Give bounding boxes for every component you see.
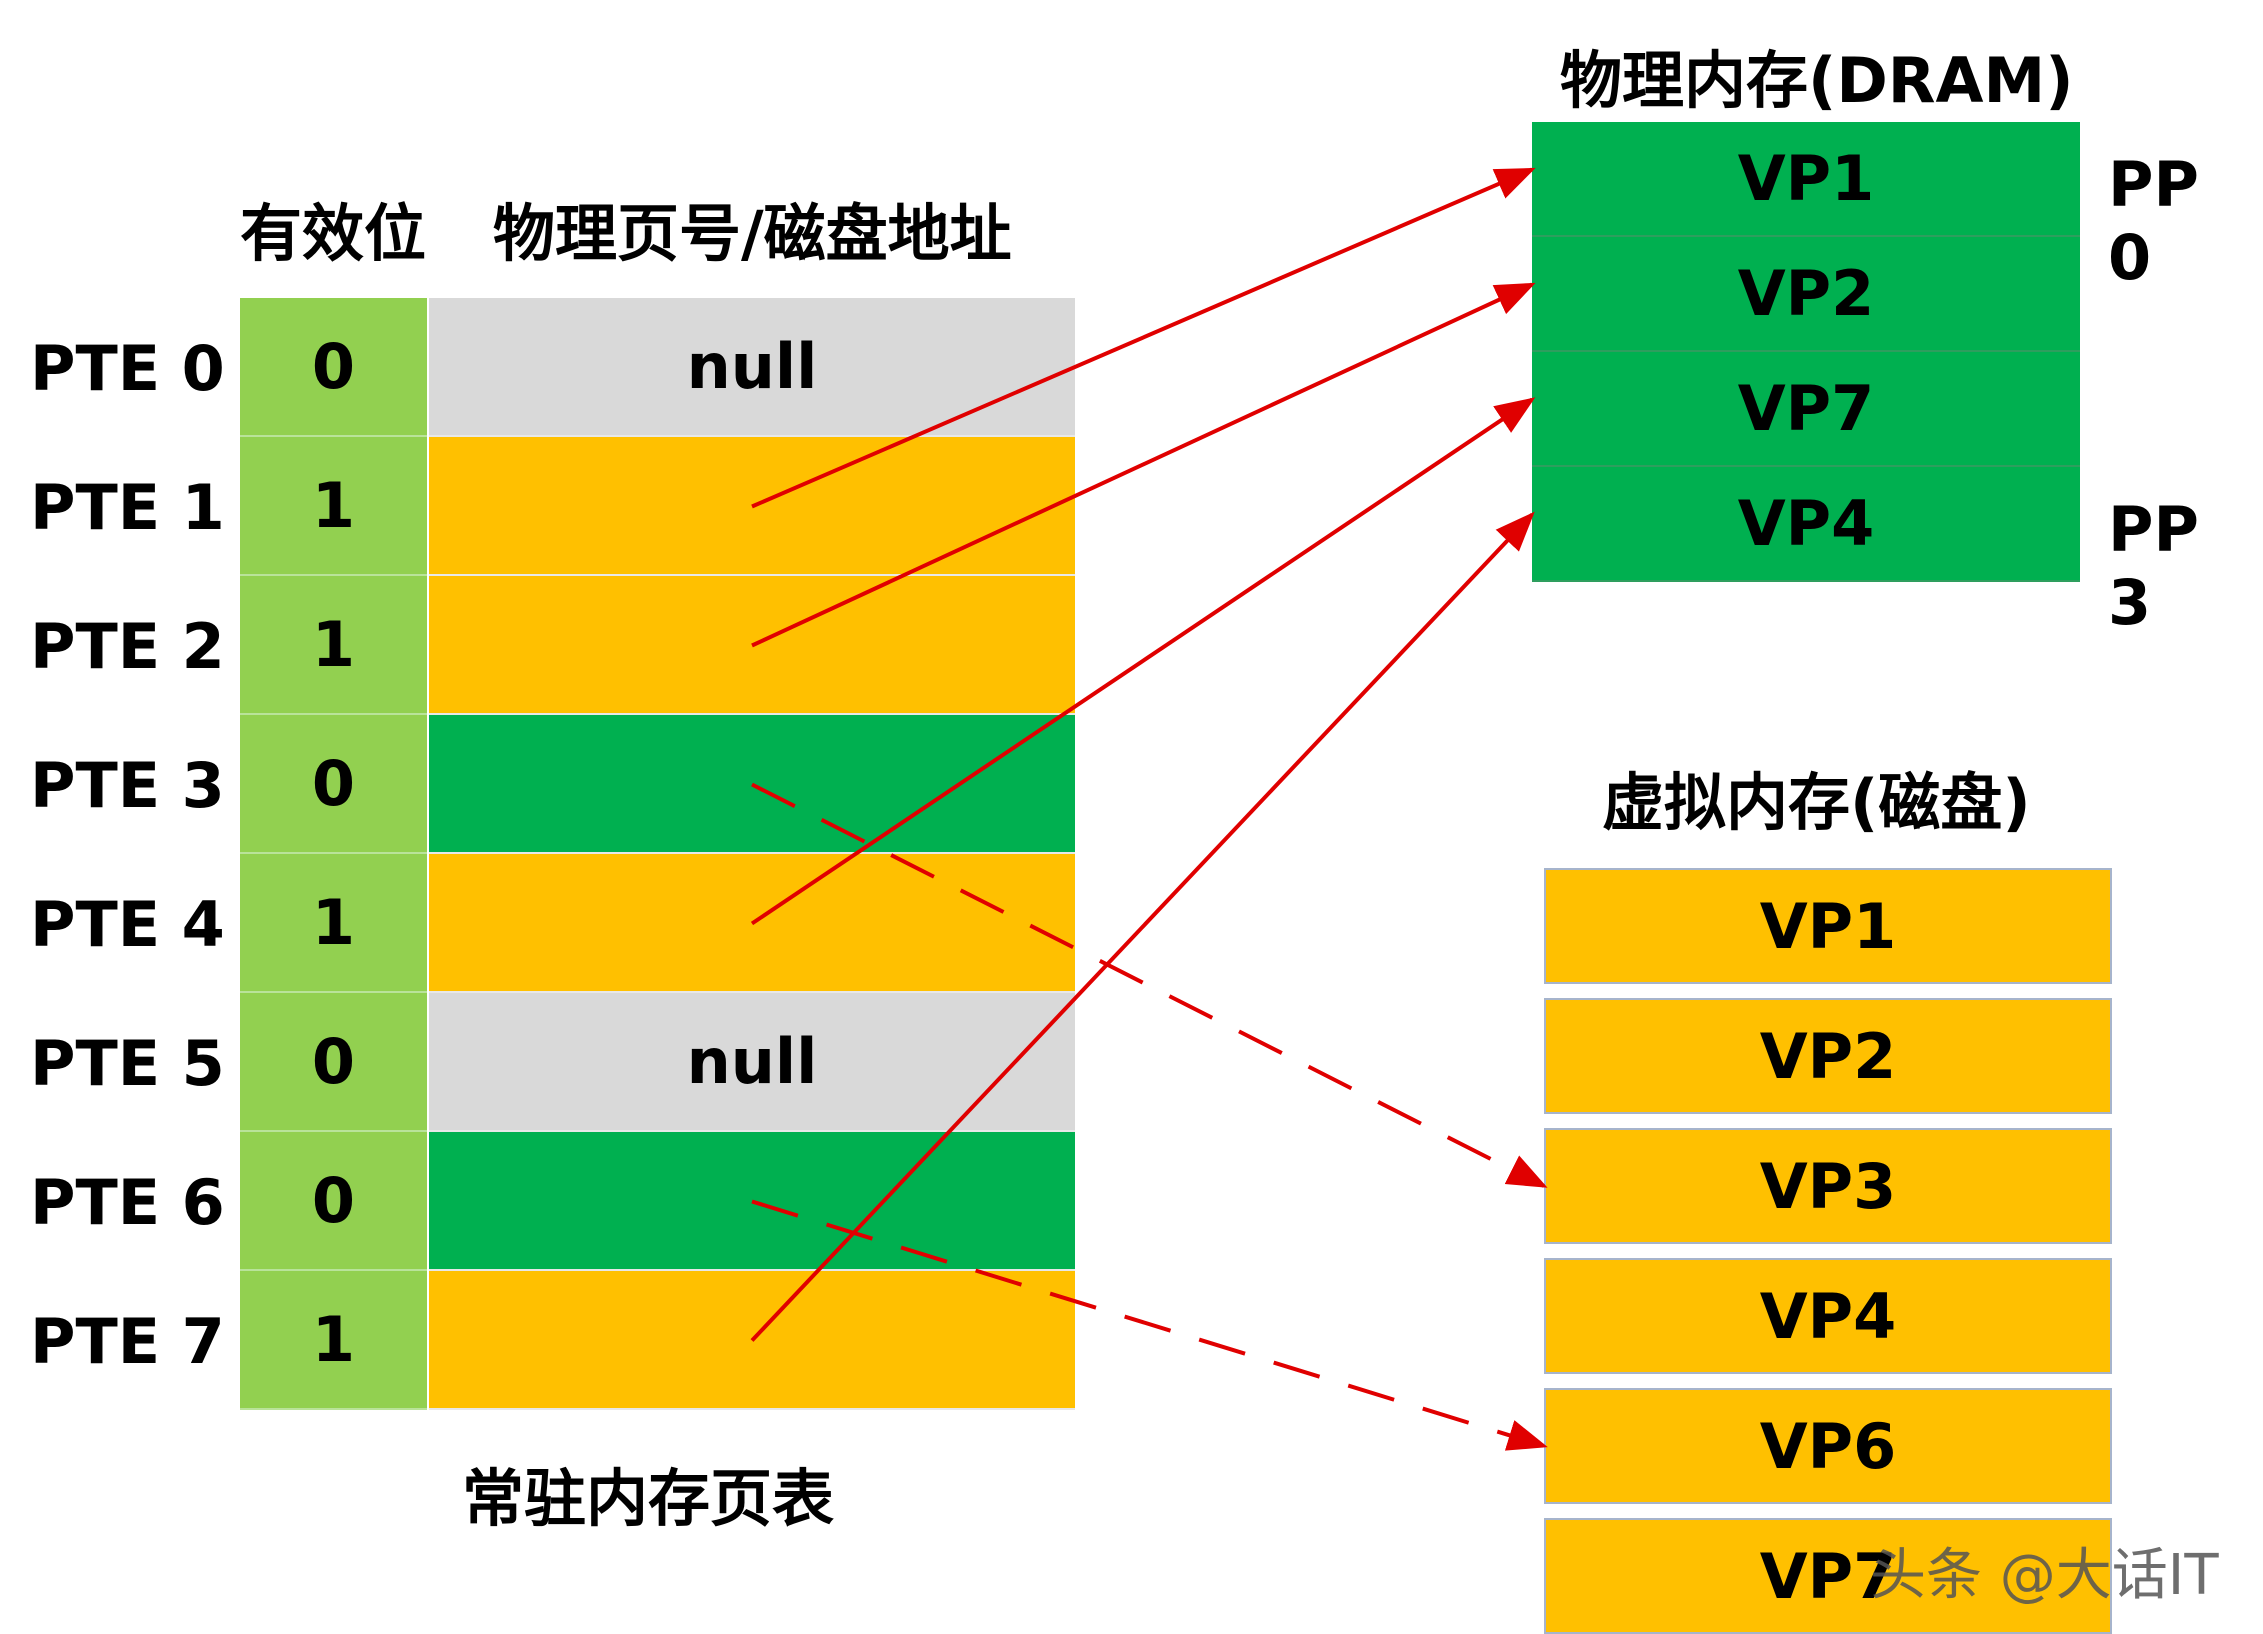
valid-bit-cell: 1	[240, 1271, 427, 1410]
valid-bit-cell: 0	[240, 715, 427, 854]
address-column: null null	[429, 298, 1075, 1410]
physical-page-slot: VP1	[1532, 122, 2080, 237]
disk-page: VP4	[1544, 1258, 2112, 1374]
disk-page: VP2	[1544, 998, 2112, 1114]
page-table-caption: 常驻内存页表	[462, 1462, 835, 1535]
address-cell	[429, 1271, 1075, 1410]
physical-page-slot: VP2	[1532, 237, 2080, 352]
physical-page-number-label: PP 0	[2108, 148, 2199, 294]
watermark: 头条 @大话IT	[1870, 1543, 2219, 1608]
pte-label: PTE 0	[30, 331, 225, 405]
valid-bit-cell: 1	[240, 854, 427, 993]
address-cell	[429, 576, 1075, 715]
pte-label: PTE 3	[30, 748, 225, 822]
physical-page-number-label: PP 3	[2108, 493, 2199, 639]
disk-page: VP1	[1544, 868, 2112, 984]
valid-bit-cell: 0	[240, 1132, 427, 1271]
address-header: 物理页号/磁盘地址	[493, 197, 1012, 270]
disk-page: VP3	[1544, 1128, 2112, 1244]
pte-label: PTE 2	[30, 609, 225, 683]
valid-bit-cell: 0	[240, 993, 427, 1132]
disk-page: VP6	[1544, 1388, 2112, 1504]
valid-bit-cell: 1	[240, 437, 427, 576]
pte-label: PTE 5	[30, 1026, 225, 1100]
physical-page-slot: VP4	[1532, 467, 2080, 582]
physical-page-slot: VP7	[1532, 352, 2080, 467]
address-cell	[429, 854, 1075, 993]
valid-bit-header: 有效位	[240, 197, 427, 270]
virtual-memory-title: 虚拟内存(磁盘)	[1602, 766, 2031, 839]
address-cell: null	[429, 993, 1075, 1132]
valid-bit-cell: 0	[240, 298, 427, 437]
physical-memory-title: 物理内存(DRAM)	[1560, 44, 2074, 117]
pte-label: PTE 1	[30, 470, 225, 544]
address-cell	[429, 715, 1075, 854]
pte-label: PTE 4	[30, 887, 225, 961]
address-cell: null	[429, 298, 1075, 437]
address-cell	[429, 437, 1075, 576]
pte-label: PTE 7	[30, 1304, 225, 1378]
address-cell	[429, 1132, 1075, 1271]
pte-label: PTE 6	[30, 1165, 225, 1239]
disk-page: VP7	[1544, 1518, 2112, 1634]
valid-bit-cell: 1	[240, 576, 427, 715]
